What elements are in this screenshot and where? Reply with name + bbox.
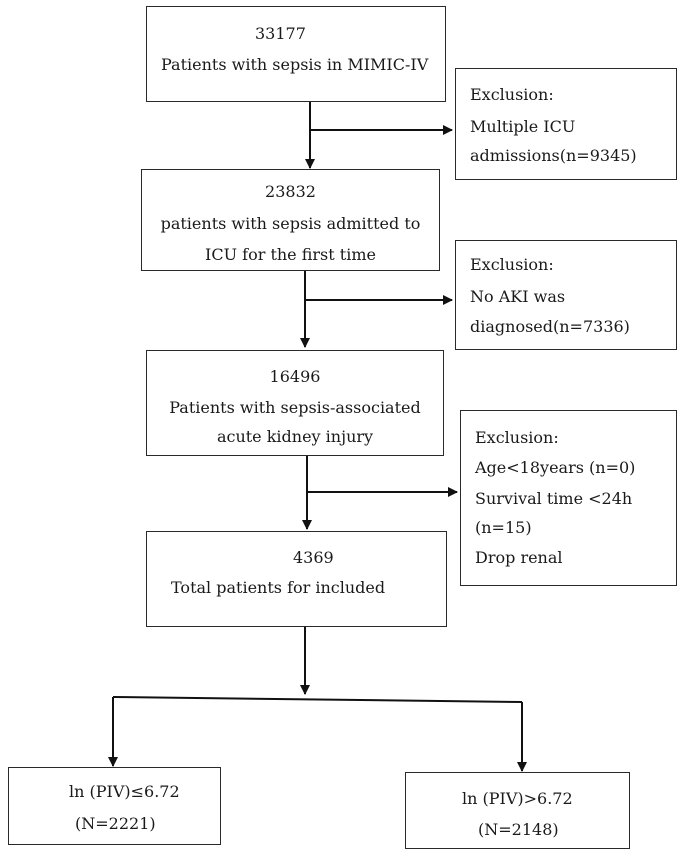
exclusion-box-1: Exclusion: Multiple ICU admissions(n=934…: [455, 68, 677, 180]
step-count: 16496: [269, 367, 321, 386]
group-box-low: ln (PIV)≤6.72 (N=2221): [8, 767, 221, 845]
group-box-high: ln (PIV)>6.72 (N=2148): [405, 772, 630, 849]
step-label-line: ICU for the first time: [205, 245, 376, 264]
exclusion-line: No AKI was: [470, 287, 566, 306]
step-count: 4369: [293, 548, 334, 567]
exclusion-box-3: Exclusion: Age<18years (n=0) Survival ti…: [460, 410, 677, 586]
group-count: (N=2221): [75, 814, 156, 833]
exclusion-title: Exclusion:: [475, 428, 559, 447]
step-label: Total patients for included: [171, 578, 386, 597]
group-label: ln (PIV)>6.72: [462, 789, 573, 808]
step-count: 23832: [265, 182, 316, 201]
step-box-4: 4369 Total patients for included: [146, 531, 447, 627]
group-count: (N=2148): [478, 820, 559, 839]
step-label: Patients with sepsis in MIMIC-IV: [161, 55, 429, 74]
group-label: ln (PIV)≤6.72: [69, 782, 180, 801]
exclusion-line: Drop renal: [475, 548, 563, 567]
step-box-3: 16496 Patients with sepsis-associated ac…: [146, 350, 444, 456]
exclusion-line: (n=15): [475, 518, 532, 537]
exclusion-line: diagnosed(n=7336): [470, 317, 630, 336]
step-label-line: Patients with sepsis-associated: [169, 398, 421, 417]
exclusion-line: Age<18years (n=0): [475, 458, 636, 477]
split-line: [112, 696, 523, 703]
step-box-1: 33177 Patients with sepsis in MIMIC-IV: [146, 6, 446, 102]
step-label-line: acute kidney injury: [216, 427, 374, 446]
exclusion-title: Exclusion:: [470, 85, 554, 104]
step-box-2: 23832 patients with sepsis admitted to I…: [141, 169, 440, 271]
exclusion-line: Survival time <24h: [475, 489, 633, 508]
exclusion-line: admissions(n=9345): [470, 146, 637, 165]
exclusion-line: Multiple ICU: [470, 117, 576, 136]
exclusion-title: Exclusion:: [470, 255, 554, 274]
step-count: 33177: [255, 24, 306, 43]
exclusion-box-2: Exclusion: No AKI was diagnosed(n=7336): [455, 240, 677, 350]
step-label-line: patients with sepsis admitted to: [160, 214, 421, 233]
